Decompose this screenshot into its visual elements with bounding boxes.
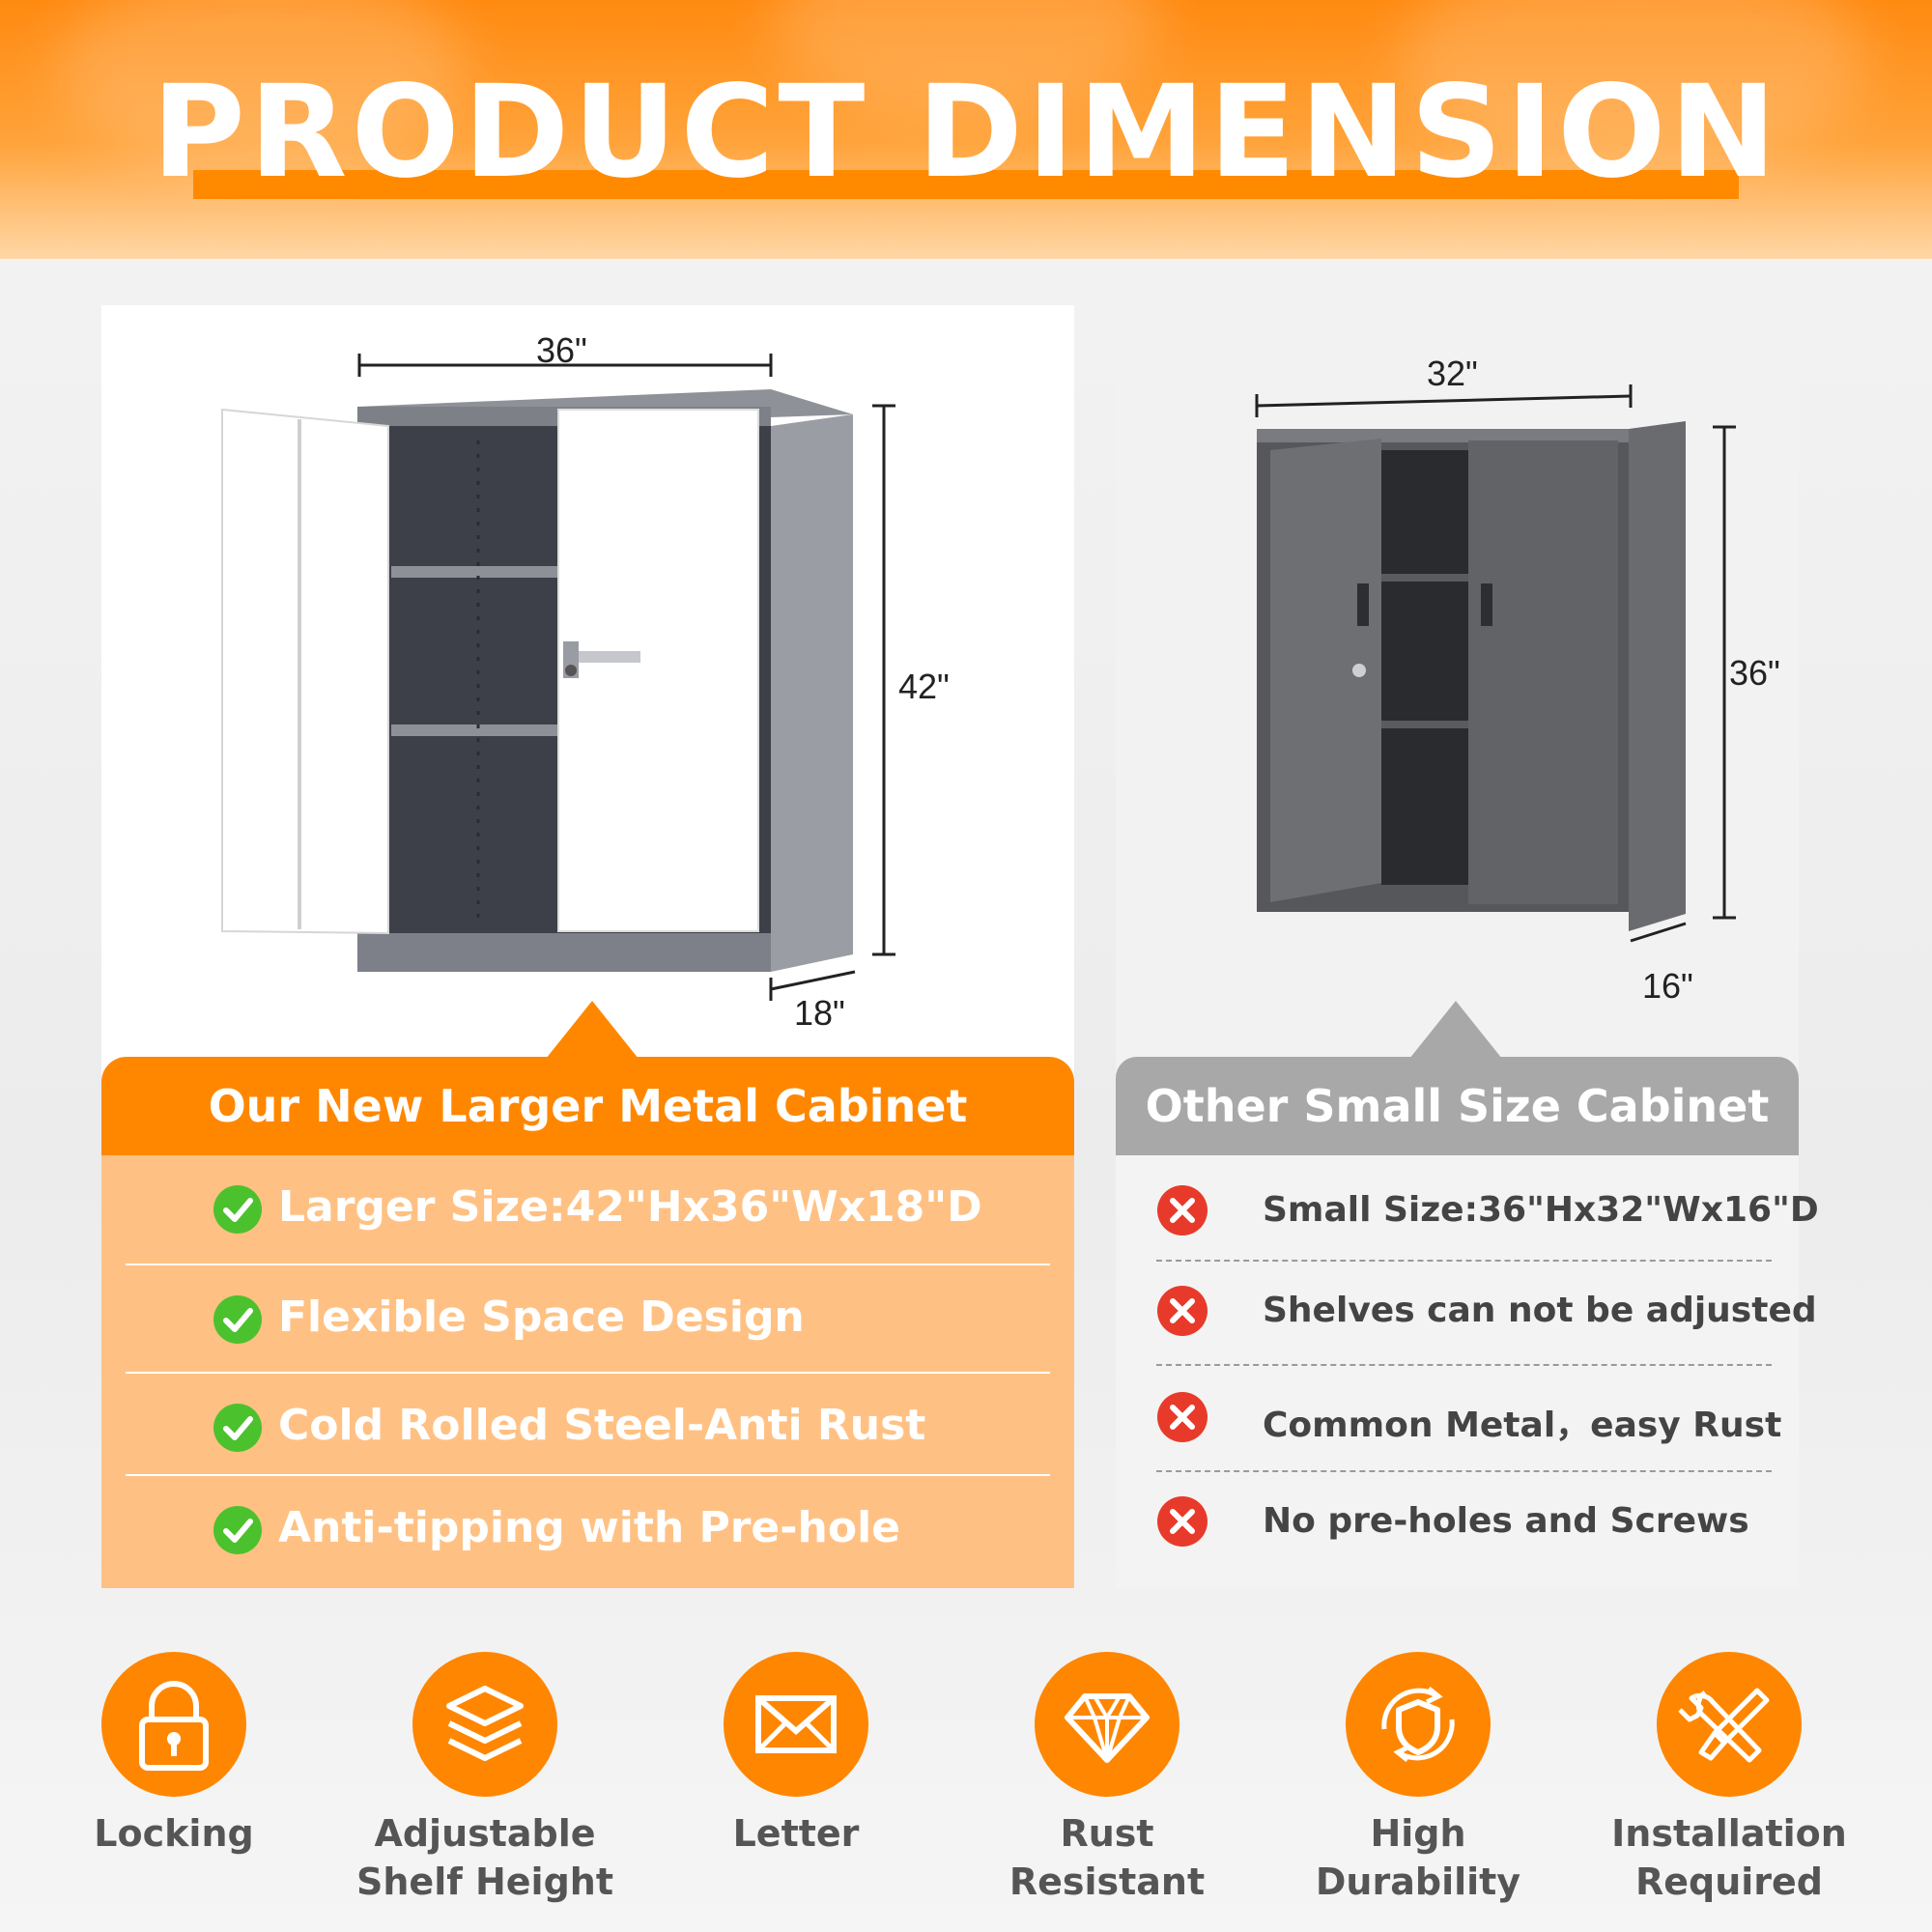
cross-icon (1157, 1392, 1208, 1442)
small-cabinet-header: Other Small Size Cabinet (1116, 1001, 1799, 1155)
small-height-label: 36" (1729, 653, 1780, 693)
feature-text: Cold Rolled Steel-Anti Rust (278, 1401, 926, 1450)
check-icon (213, 1185, 262, 1234)
feature-row: No pre-holes and Screws (1156, 1472, 1772, 1578)
small-depth-label: 16" (1642, 966, 1693, 1006)
cross-icon (1157, 1185, 1208, 1236)
feature-text: Anti-tipping with Pre-hole (278, 1503, 901, 1552)
feature-row: Common Metal，easy Rust (1156, 1366, 1781, 1472)
shield-cycle-icon (1381, 1687, 1455, 1762)
feature-text: Flexible Space Design (278, 1293, 805, 1342)
lock-icon (139, 1681, 209, 1771)
page-title: PRODUCT DIMENSION (152, 58, 1780, 207)
large-width-label: 36" (536, 330, 587, 370)
feature-label: Letter (732, 1812, 860, 1855)
feature-row: Shelves can not be adjusted (1156, 1262, 1817, 1366)
large-cabinet-header: Our New Larger Metal Cabinet (101, 1001, 1074, 1155)
feature-label: Installation Required (1611, 1812, 1847, 1903)
small-width-label: 32" (1427, 354, 1478, 393)
feature-row: Cold Rolled Steel-Anti Rust (126, 1374, 1050, 1476)
feature-label: High Durability (1315, 1812, 1521, 1903)
feature-text: Shelves can not be adjusted (1263, 1291, 1817, 1330)
feature-label: Locking (94, 1812, 254, 1855)
feature-text: Larger Size:42"Hx36"Wx18"D (278, 1182, 982, 1232)
large-cabinet-features: Larger Size:42"Hx36"Wx18"D Flexible Spac… (101, 1155, 1074, 1588)
header-banner: PRODUCT DIMENSION (0, 0, 1932, 259)
small-cabinet-header-title: Other Small Size Cabinet (1145, 1080, 1770, 1132)
diamond-icon (1065, 1693, 1150, 1763)
layers-icon (446, 1686, 524, 1761)
large-depth-label: 18" (794, 993, 845, 1033)
check-icon (213, 1295, 262, 1344)
large-cabinet-header-title: Our New Larger Metal Cabinet (208, 1080, 968, 1132)
check-icon (213, 1506, 262, 1554)
feature-label: Adjustable Shelf Height (356, 1812, 613, 1903)
check-icon (213, 1404, 262, 1452)
feature-label: Rust Resistant (1009, 1812, 1206, 1903)
feature-row: Flexible Space Design (126, 1265, 1050, 1374)
feature-row: Small Size:36"Hx32"Wx16"D (1156, 1155, 1819, 1262)
feature-row: Larger Size:42"Hx36"Wx18"D (126, 1155, 1050, 1265)
large-cabinet-illustration (221, 354, 895, 1001)
title-underline (193, 170, 1739, 199)
feature-text: No pre-holes and Screws (1263, 1501, 1749, 1541)
feature-text: Common Metal，easy Rust (1263, 1406, 1782, 1445)
cross-icon (1157, 1496, 1208, 1547)
small-cabinet-illustration (1255, 384, 1736, 943)
feature-row: Anti-tipping with Pre-hole (126, 1476, 1050, 1582)
envelope-icon (755, 1695, 837, 1753)
large-height-label: 42" (898, 667, 950, 706)
cross-icon (1157, 1286, 1208, 1336)
tools-icon (1678, 1688, 1770, 1763)
small-cabinet-features: Small Size:36"Hx32"Wx16"D Shelves can no… (1116, 1155, 1819, 1588)
feature-text: Small Size:36"Hx32"Wx16"D (1263, 1190, 1819, 1230)
